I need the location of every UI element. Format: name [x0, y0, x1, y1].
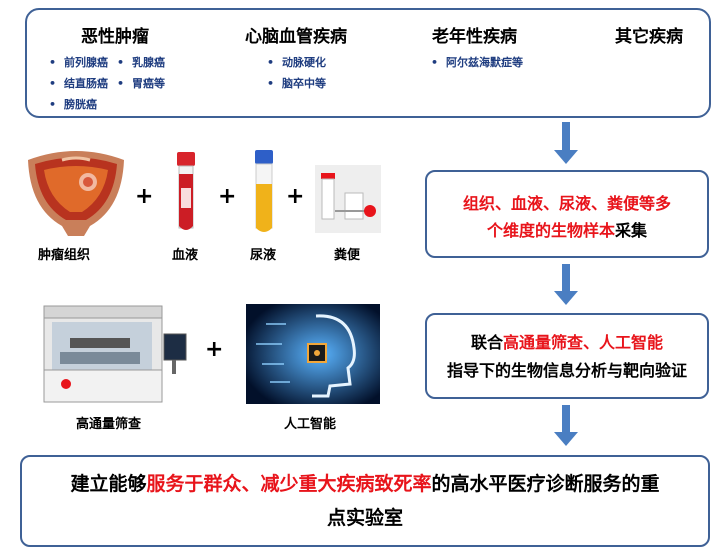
cancer-items-col1: 前列腺癌 结直肠癌 膀胱癌	[49, 52, 108, 115]
collection-line2-black: 采集	[615, 221, 647, 240]
urine-tube-image	[251, 150, 277, 234]
list-item: 前列腺癌	[49, 52, 108, 73]
blood-tube-image	[174, 152, 198, 234]
list-item: 阿尔兹海默症等	[431, 52, 523, 73]
plus-sign: +	[135, 184, 153, 209]
plus-sign: +	[286, 184, 304, 209]
list-item: 乳腺癌	[117, 52, 165, 73]
analysis-line1-black: 联合	[471, 333, 503, 352]
caption-stool: 粪便	[334, 244, 360, 263]
list-item: 脑卒中等	[267, 73, 326, 94]
list-item: 动脉硬化	[267, 52, 326, 73]
cardio-items: 动脉硬化 脑卒中等	[267, 52, 326, 94]
list-item: 胃癌等	[117, 73, 165, 94]
analysis-line2: 指导下的生物信息分析与靶向验证	[427, 357, 707, 385]
goal-part1: 建立能够	[70, 473, 146, 495]
goal-part2: 服务于群众、减少重大疾病致死率	[146, 473, 431, 495]
caption-tumor: 肿瘤组织	[38, 244, 90, 263]
plus-sign: +	[205, 337, 223, 362]
analysis-box: 联合高通量筛查、人工智能 指导下的生物信息分析与靶向验证	[425, 313, 709, 399]
list-item: 结直肠癌	[49, 73, 108, 94]
list-item: 膀胱癌	[49, 94, 108, 115]
ai-head-image	[246, 304, 380, 404]
analysis-line1-red: 高通量筛查、人工智能	[503, 333, 663, 352]
goal-part4: 点实验室	[22, 501, 708, 535]
caption-urine: 尿液	[250, 244, 276, 263]
collection-line1: 组织、血液、尿液、粪便等多	[427, 190, 707, 217]
screening-machine-image	[40, 300, 190, 406]
caption-screening: 高通量筛查	[76, 413, 141, 432]
stool-container-image	[315, 165, 381, 233]
plus-sign: +	[218, 184, 236, 209]
bladder-tumor-image	[26, 148, 126, 236]
sample-collection-box: 组织、血液、尿液、粪便等多 个维度的生物样本采集	[425, 170, 709, 258]
category-title-cardio: 心脑血管疾病	[245, 22, 347, 47]
collection-line2-red: 个维度的生物样本	[487, 221, 615, 240]
caption-blood: 血液	[172, 244, 198, 263]
cancer-items-col2: 乳腺癌 胃癌等	[117, 52, 165, 94]
category-title-other: 其它疾病	[615, 22, 683, 47]
category-title-cancer: 恶性肿瘤	[81, 22, 149, 47]
goal-part3: 的高水平医疗诊断服务的重	[432, 473, 660, 495]
category-title-geriatric: 老年性疾病	[432, 22, 517, 47]
caption-ai: 人工智能	[284, 413, 336, 432]
goal-box: 建立能够服务于群众、减少重大疾病致死率的高水平医疗诊断服务的重 点实验室	[20, 455, 710, 547]
disease-categories-box: 恶性肿瘤 前列腺癌 结直肠癌 膀胱癌 乳腺癌 胃癌等 心脑血管疾病 动脉硬化 脑…	[25, 8, 711, 118]
geriatric-items: 阿尔兹海默症等	[431, 52, 523, 73]
